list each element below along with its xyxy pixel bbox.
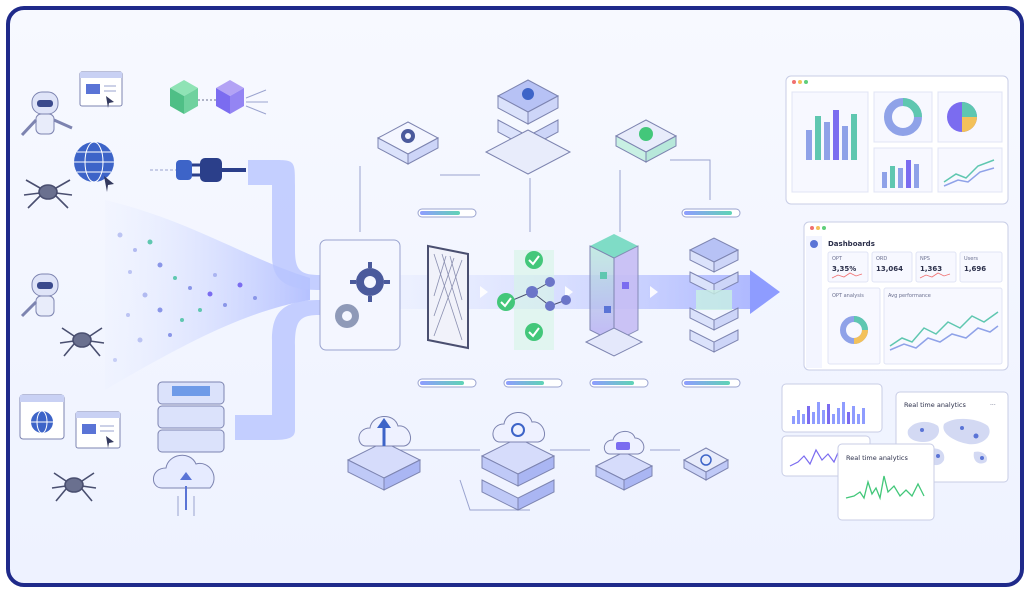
cloud-sync-icon xyxy=(480,412,556,511)
spider-icon xyxy=(51,472,97,502)
glass-data-tower xyxy=(584,234,644,357)
gear-icon xyxy=(350,262,390,302)
analytics-card-title: Real time analytics xyxy=(846,454,908,462)
plug-icon xyxy=(150,158,246,182)
pipeline-diagram: Dashboards OPT 3,35% ORD 13,064 NPS 1,36… xyxy=(19,71,1009,521)
output-arrow xyxy=(750,270,780,314)
flow-band-top xyxy=(248,160,320,290)
panel-right-label: Avg performance xyxy=(888,293,931,299)
analytics-card-title: Real time analytics xyxy=(904,401,966,409)
server-stack-icon xyxy=(484,79,572,175)
spider-icon xyxy=(23,179,73,209)
check-icon xyxy=(497,251,543,341)
spider-icon xyxy=(59,327,105,357)
kpi-value: 3,35% xyxy=(832,265,856,273)
browser-window-icon xyxy=(19,394,65,440)
cloud-upload-icon xyxy=(153,454,215,516)
diagram-frame: Dashboards OPT 3,35% ORD 13,064 NPS 1,36… xyxy=(6,6,1024,587)
flow-chevrons xyxy=(480,286,658,298)
overview-dashboard-window xyxy=(785,75,1009,205)
connector-line xyxy=(670,159,711,200)
more-menu-icon[interactable]: ··· xyxy=(990,402,996,409)
kpi-label: ORD xyxy=(876,256,887,262)
kpi-label: OPT xyxy=(832,256,843,262)
gear-processor-box xyxy=(319,239,401,351)
cube-icon xyxy=(198,80,268,115)
flow-band-bottom xyxy=(235,300,320,440)
globe-icon xyxy=(74,141,114,192)
realtime-analytics-card: Real time analytics xyxy=(837,443,935,521)
gear-icon xyxy=(376,121,440,165)
main-dashboard-window: Dashboards OPT 3,35% ORD 13,064 NPS 1,36… xyxy=(803,221,1009,371)
browser-window-icon xyxy=(79,71,123,108)
cloud-sync-icon xyxy=(682,447,730,481)
filter-mesh-icon xyxy=(427,244,469,350)
cube-icon xyxy=(170,80,198,114)
kpi-value: 1,696 xyxy=(964,265,986,273)
kpi-label: Users xyxy=(964,256,978,262)
kpi-value: 1,363 xyxy=(920,265,942,273)
database-icon xyxy=(688,237,740,353)
cloud-upload-icon xyxy=(346,416,422,491)
data-particles xyxy=(113,232,257,362)
data-stream-cone xyxy=(105,200,310,390)
browser-window-icon xyxy=(75,411,121,449)
dashboard-title: Dashboards xyxy=(828,240,875,248)
cloud-sync-icon xyxy=(614,119,678,163)
panel-left-label: OPT analysis xyxy=(832,293,864,299)
connector-line xyxy=(459,479,530,511)
bar-analytics-card xyxy=(781,383,883,433)
progress-pills xyxy=(417,208,741,388)
database-icon xyxy=(594,431,654,491)
robot-icon xyxy=(20,273,59,318)
robot-icon xyxy=(20,91,73,137)
kpi-label: NPS xyxy=(920,256,930,262)
kpi-cards: OPT 3,35% ORD 13,064 NPS 1,363 Users 1,6… xyxy=(827,251,1003,283)
server-stack-icon xyxy=(157,381,225,453)
kpi-value: 13,064 xyxy=(876,265,903,273)
